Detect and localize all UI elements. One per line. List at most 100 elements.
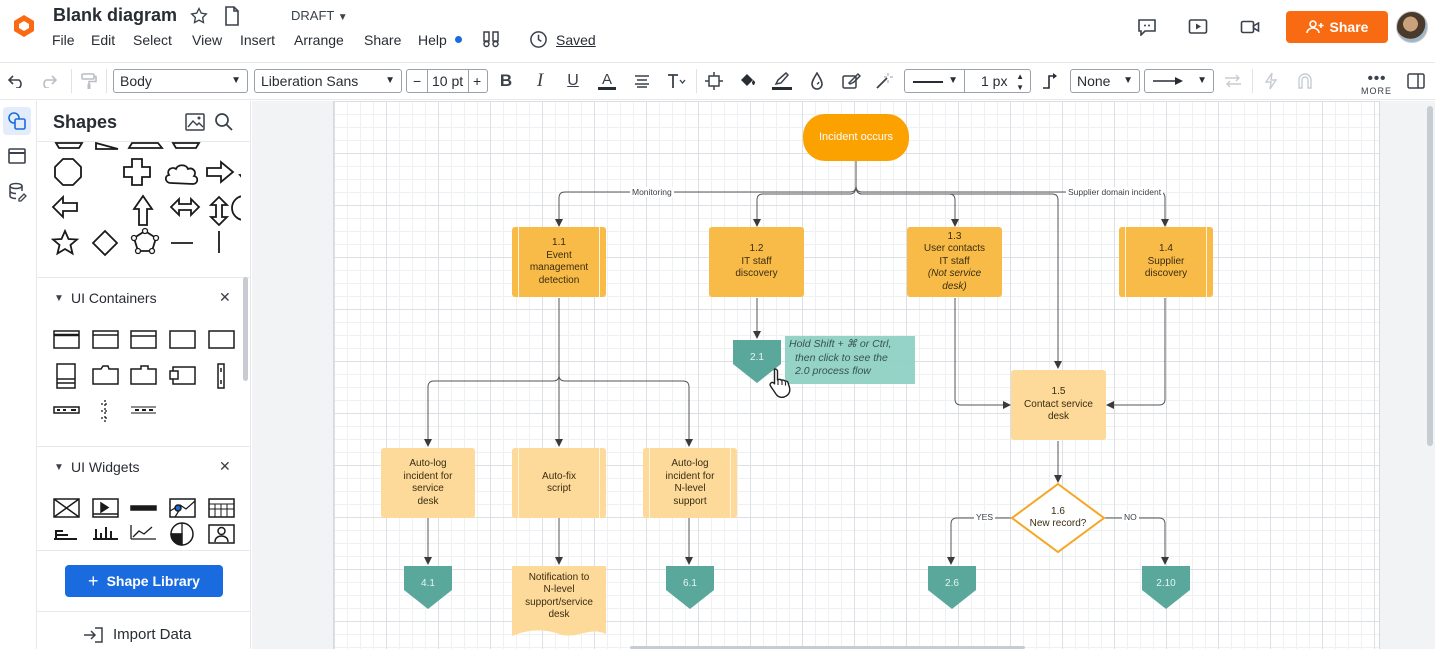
menu-bar-shape[interactable] [131, 406, 156, 414]
panel-shape[interactable] [169, 330, 196, 349]
feature-find-icon[interactable] [481, 29, 501, 49]
edge-label-supplier[interactable]: Supplier domain incident [1066, 187, 1164, 197]
node-incident-occurs[interactable]: Incident occurs [803, 114, 909, 161]
more-dots-icon[interactable]: ••• [1367, 69, 1387, 87]
node-1-6-label[interactable]: 1.6 New record? [1018, 502, 1098, 534]
diamond-shape[interactable] [91, 229, 119, 257]
node-1-1[interactable]: 1.1 Event management detection [512, 227, 606, 297]
document-icon[interactable] [224, 6, 240, 26]
connector-yes[interactable] [947, 517, 1012, 565]
tabbed-folder-shape[interactable] [130, 365, 157, 385]
octagon-shape[interactable] [54, 158, 82, 186]
connector-1-3-to-1-5[interactable] [954, 298, 1011, 409]
menu-view[interactable]: View [192, 32, 223, 48]
text-style-select[interactable]: Body▼ [113, 69, 248, 93]
saved-status[interactable]: Saved [556, 32, 596, 48]
pie-chart-shape[interactable] [170, 522, 194, 546]
progress-bar-shape[interactable] [130, 505, 157, 511]
bar-chart-shape[interactable] [54, 530, 77, 540]
offpage-4-1-shape[interactable] [404, 566, 452, 609]
map-shape[interactable] [169, 498, 196, 518]
draft-status[interactable]: DRAFT ▼ [291, 8, 348, 23]
end-endpoint-select[interactable]: ▼ [1144, 69, 1214, 93]
menu-insert[interactable]: Insert [240, 32, 276, 48]
node-4-1-label[interactable]: 4.1 [404, 572, 452, 596]
swap-endpoints-icon[interactable] [1222, 70, 1244, 92]
node-2-10-label[interactable]: 2.10 [1142, 572, 1190, 596]
text-align-icon[interactable] [631, 70, 653, 92]
mobile-frame-shape[interactable] [56, 363, 76, 389]
canvas-vertical-scrollbar[interactable] [1427, 106, 1433, 446]
node-1-2[interactable]: 1.2 IT staff discovery [709, 227, 804, 297]
node-6-1-label[interactable]: 6.1 [666, 572, 714, 596]
right-arrow-shape[interactable] [206, 160, 235, 184]
close-section-icon[interactable]: ✕ [219, 289, 231, 305]
vertical-double-arrow-shape[interactable] [208, 195, 230, 227]
circle-shape[interactable] [231, 195, 241, 221]
node-1-4[interactable]: 1.4 Supplier discovery [1119, 227, 1213, 297]
menu-arrange[interactable]: Arrange [294, 32, 344, 48]
left-arrow-shape[interactable] [51, 194, 78, 220]
panel-scrollbar[interactable] [243, 277, 248, 381]
italic-icon[interactable]: I [536, 70, 544, 91]
history-clock-icon[interactable] [529, 30, 548, 49]
folder-shape[interactable] [92, 365, 119, 385]
collapse-caret-icon[interactable]: ▼ [54, 462, 64, 473]
offpage-2-6-shape[interactable] [928, 566, 976, 609]
line-width-select[interactable]: 1 px ▲▼ [964, 69, 1031, 93]
menu-help[interactable]: Help [418, 32, 447, 48]
node-2-1-label[interactable]: 2.1 [733, 346, 781, 370]
increase-size-icon[interactable]: + [473, 73, 482, 89]
cloud-shape[interactable] [164, 164, 199, 185]
browser-window-shape[interactable] [53, 330, 80, 349]
data-tab[interactable] [3, 178, 31, 206]
edge-label-no[interactable]: NO [1122, 512, 1139, 522]
close-section-icon[interactable]: ✕ [219, 458, 231, 474]
search-icon[interactable] [214, 112, 234, 132]
line-color-icon[interactable] [771, 70, 793, 92]
line-style-select[interactable]: ▼ [904, 69, 964, 93]
underline-icon[interactable]: U [567, 72, 579, 89]
more-label[interactable]: MORE [1361, 86, 1392, 96]
column-chart-shape[interactable] [93, 527, 118, 540]
menu-select[interactable]: Select [133, 32, 172, 48]
comments-icon[interactable] [1137, 18, 1157, 36]
scroll-container-shape[interactable] [217, 363, 225, 389]
notification-document-shape[interactable] [512, 566, 606, 636]
node-notification-label[interactable]: Notification to N-level support/service … [512, 569, 606, 624]
panel-toggle-icon[interactable] [1405, 70, 1427, 92]
text-color-icon[interactable]: A [596, 70, 618, 92]
video-player-shape[interactable] [92, 498, 119, 518]
shape-library-button[interactable]: + Shape Library [65, 565, 223, 597]
collapse-caret-icon[interactable]: ▼ [54, 293, 64, 304]
dialog-shape[interactable] [130, 330, 157, 349]
magic-wand-icon[interactable] [873, 70, 895, 92]
parallelogram-shape[interactable] [127, 142, 164, 149]
section-ui-widgets[interactable]: UI Widgets [71, 459, 140, 475]
lightning-icon[interactable] [1260, 70, 1282, 92]
edge-label-monitoring[interactable]: Monitoring [630, 187, 674, 197]
decision-1-6-shape[interactable] [1010, 482, 1106, 554]
edge-label-yes[interactable]: YES [974, 512, 996, 522]
redo-icon[interactable] [37, 70, 59, 92]
opacity-icon[interactable] [806, 70, 828, 92]
offpage-2-1-shape[interactable] [733, 340, 781, 383]
user-avatar[interactable] [1396, 11, 1428, 43]
connector-no[interactable] [1104, 517, 1169, 565]
up-arrow-shape[interactable] [132, 194, 154, 226]
node-1-5[interactable]: 1.5 Contact service desk [1011, 370, 1106, 440]
node-2-6-label[interactable]: 2.6 [928, 572, 976, 596]
font-size-stepper[interactable]: − 10 pt + [406, 69, 488, 93]
document-title[interactable]: Blank diagram [53, 5, 178, 25]
star-icon[interactable] [189, 6, 209, 26]
container-shape[interactable] [208, 330, 235, 349]
offpage-2-10-shape[interactable] [1142, 566, 1190, 609]
menu-share[interactable]: Share [364, 32, 402, 48]
templates-tab[interactable] [3, 142, 31, 170]
import-data-button[interactable]: Import Data [83, 626, 191, 643]
start-endpoint-select[interactable]: None▼ [1070, 69, 1140, 93]
section-ui-containers[interactable]: UI Containers [71, 290, 157, 306]
user-card-shape[interactable] [208, 524, 235, 544]
double-arrow-shape[interactable] [169, 196, 201, 218]
line-chart-shape[interactable] [130, 525, 156, 540]
